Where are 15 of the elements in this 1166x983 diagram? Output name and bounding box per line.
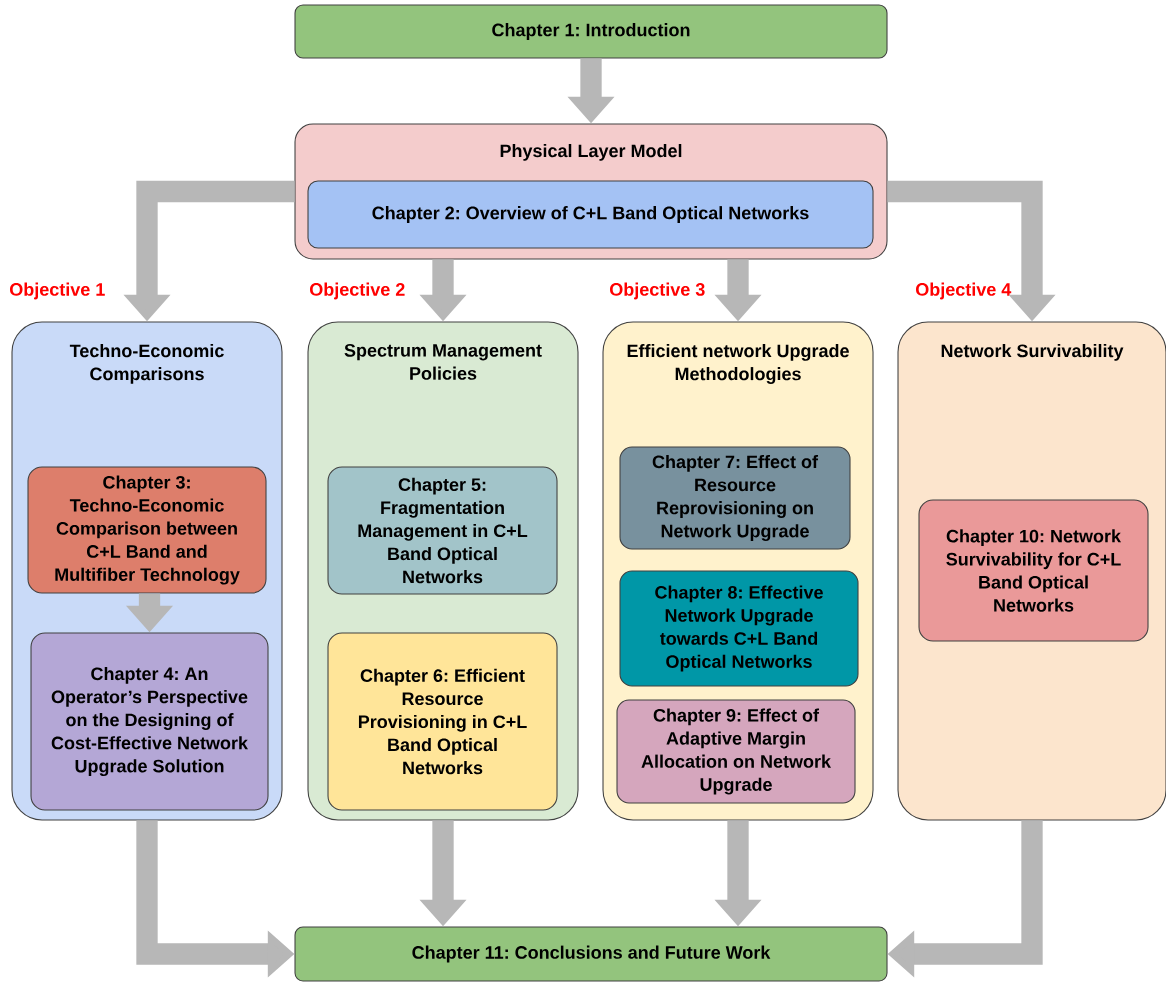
- chapter-box: Chapter 2: Overview of C+L Band Optical Networks: [307, 180, 874, 249]
- chapter-box: Chapter 9: Effect of Adaptive Margin Allocation on Network Upgrade: [616, 699, 856, 804]
- objective-label: Objective 1: [10, 282, 105, 300]
- chapter-box: Chapter 5: Fragmentation Management in C+L Band Optical Networks: [327, 466, 558, 595]
- chapter-box: Chapter 6: Efficient Resource Provisioning in C+L Band Optical Networks: [327, 632, 558, 811]
- chapter-box: Chapter 8: Effective Network Upgrade towards C+L Band Optical Networks: [619, 570, 859, 687]
- chapter-box: Chapter 7: Effect of Resource Reprovisioning on Network Upgrade: [619, 446, 851, 550]
- chapter-box: Chapter 11: Conclusions and Future Work: [294, 926, 888, 982]
- chapter-box: Chapter 1: Introduction: [294, 4, 888, 59]
- objective-label: Objective 3: [610, 282, 705, 300]
- objective-label: Objective 4: [916, 282, 1012, 300]
- chapter-box: Chapter 10: Network Survivability for C+L Band Optical Networks: [918, 499, 1149, 642]
- chapter-box: Chapter 3: Techno-Economic Comparison between C+L Band and Multifiber Technology: [27, 466, 267, 594]
- objective-label: Objective 2: [310, 282, 405, 300]
- chapter-box: Chapter 4: An Operator’s Perspective on the Designing of Cost-Effective Network Upgrade Solution: [30, 632, 269, 811]
